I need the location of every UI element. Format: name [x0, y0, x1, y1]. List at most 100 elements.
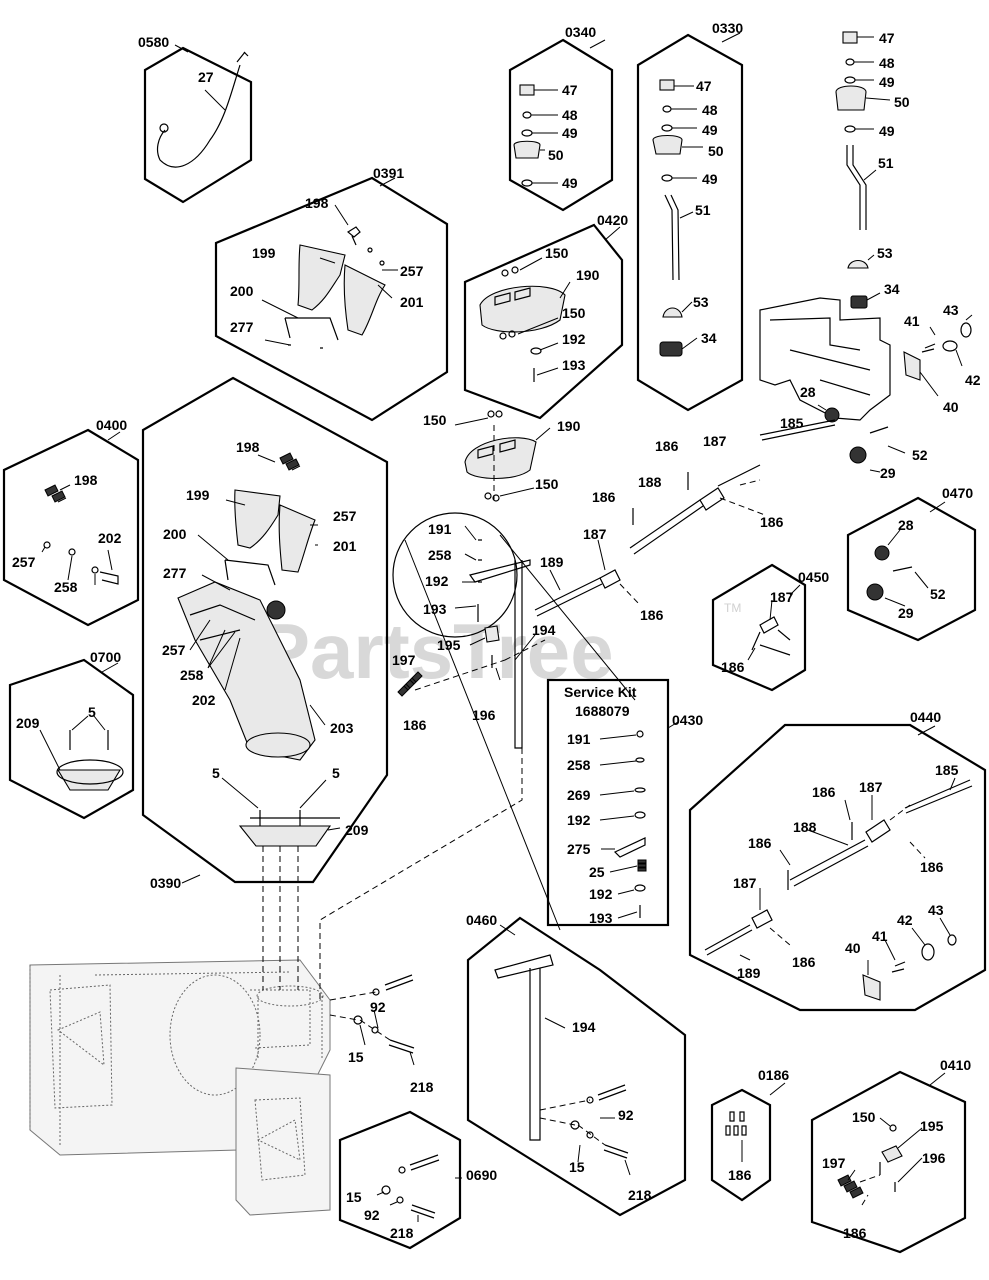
group-0410[interactable] — [810, 1070, 967, 1254]
part-label-15a: 15 — [348, 1049, 364, 1065]
part-label-150c: 150 — [423, 412, 447, 428]
part-label-188a: 188 — [638, 474, 662, 490]
part-label-5a: 5 — [212, 765, 220, 781]
part-label-186a: 186 — [403, 717, 427, 733]
part-label-202a: 202 — [98, 530, 122, 546]
part-label-194a: 194 — [532, 622, 556, 638]
group-label-ticks — [101, 32, 946, 1179]
gear-assembly — [759, 404, 906, 473]
part-label-186l: 186 — [843, 1225, 867, 1241]
part-label-48a: 48 — [562, 107, 578, 123]
part-label-150d: 150 — [535, 476, 559, 492]
part-label-192c: 192 — [567, 812, 591, 828]
part-label-42a: 42 — [965, 372, 981, 388]
part-label-187e: 187 — [733, 875, 757, 891]
part-label-257b: 257 — [12, 554, 36, 570]
part-label-186g: 186 — [812, 784, 836, 800]
part-label-198a: 198 — [305, 195, 329, 211]
part-label-186d: 186 — [760, 514, 784, 530]
part-label-199b: 199 — [186, 487, 210, 503]
part-label-49f: 49 — [879, 123, 895, 139]
part-label-49c: 49 — [702, 122, 718, 138]
part-label-41a: 41 — [904, 313, 920, 329]
part-label-203: 203 — [330, 720, 354, 736]
part-label-51a: 51 — [695, 202, 711, 218]
part-label-202b: 202 — [192, 692, 216, 708]
part-label-193c: 193 — [589, 910, 613, 926]
group-label-0460: 0460 — [466, 912, 497, 928]
group-0470[interactable] — [846, 496, 977, 642]
part-label-5b: 5 — [332, 765, 340, 781]
part-label-189a: 189 — [540, 554, 564, 570]
part-label-47a: 47 — [562, 82, 578, 98]
part-label-34a: 34 — [701, 330, 717, 346]
part-label-48b: 48 — [702, 102, 718, 118]
part-label-28a: 28 — [800, 384, 816, 400]
service-kit-0430[interactable] — [546, 678, 679, 927]
part-label-269: 269 — [567, 787, 591, 803]
part-label-40a: 40 — [943, 399, 959, 415]
part-label-41b: 41 — [872, 928, 888, 944]
group-0390[interactable] — [141, 376, 389, 884]
part-label-52b: 52 — [930, 586, 946, 602]
part-label-199a: 199 — [252, 245, 276, 261]
dashboard-assembly — [759, 31, 973, 421]
group-0391[interactable] — [214, 176, 449, 422]
part-label-195a: 195 — [437, 637, 461, 653]
part-label-198c: 198 — [236, 439, 260, 455]
part-label-15c: 15 — [346, 1189, 362, 1205]
group-0330[interactable] — [636, 33, 744, 412]
part-label-50b: 50 — [708, 143, 724, 159]
part-label-258b: 258 — [54, 579, 78, 595]
group-0420[interactable] — [463, 223, 624, 420]
part-label-43b: 43 — [928, 902, 944, 918]
part-label-194b: 194 — [572, 1019, 596, 1035]
group-label-0580: 0580 — [138, 34, 169, 50]
group-label-0430: 0430 — [672, 712, 703, 728]
part-label-92b: 92 — [618, 1107, 634, 1123]
auger-housing — [29, 959, 331, 1216]
group-0400[interactable] — [2, 428, 140, 627]
group-0690[interactable] — [338, 1110, 462, 1250]
part-label-186i: 186 — [748, 835, 772, 851]
part-label-51b: 51 — [878, 155, 894, 171]
group-label-0330: 0330 — [712, 20, 743, 36]
part-label-50c: 50 — [894, 94, 910, 110]
part-label-191a: 191 — [428, 521, 452, 537]
part-label-186f: 186 — [721, 659, 745, 675]
group-label-0410: 0410 — [940, 1057, 971, 1073]
part-label-198b: 198 — [74, 472, 98, 488]
part-label-200b: 200 — [163, 526, 187, 542]
part-label-201a: 201 — [400, 294, 424, 310]
part-label-186h: 186 — [920, 859, 944, 875]
part-label-209a: 209 — [345, 822, 369, 838]
part-label-192b: 192 — [425, 573, 449, 589]
part-label-29b: 29 — [898, 605, 914, 621]
part-label-42b: 42 — [897, 912, 913, 928]
group-0700[interactable] — [8, 658, 135, 820]
part-label-257c: 257 — [333, 508, 357, 524]
group-0580[interactable] — [143, 46, 253, 204]
part-label-209b: 209 — [16, 715, 40, 731]
part-label-186e: 186 — [640, 607, 664, 623]
part-label-52a: 52 — [912, 447, 928, 463]
part-label-218c: 218 — [390, 1225, 414, 1241]
chute-dashed-guide — [262, 846, 299, 990]
part-label-48c: 48 — [879, 55, 895, 71]
group-0460[interactable] — [466, 916, 687, 1217]
part-label-34b: 34 — [884, 281, 900, 297]
service-kit-title: Service Kit — [564, 684, 637, 700]
group-0186[interactable] — [710, 1088, 772, 1202]
part-label-257d: 257 — [162, 642, 186, 658]
part-label-27: 27 — [198, 69, 214, 85]
part-label-218a: 218 — [410, 1079, 434, 1095]
part-label-218b: 218 — [628, 1187, 652, 1203]
group-0340[interactable] — [508, 38, 614, 212]
part-label-150b: 150 — [562, 305, 586, 321]
part-label-200a: 200 — [230, 283, 254, 299]
part-label-258a: 258 — [428, 547, 452, 563]
part-label-196b: 196 — [922, 1150, 946, 1166]
group-0440[interactable] — [688, 723, 987, 1012]
group-0450[interactable] — [711, 563, 807, 692]
part-label-25: 25 — [589, 864, 605, 880]
